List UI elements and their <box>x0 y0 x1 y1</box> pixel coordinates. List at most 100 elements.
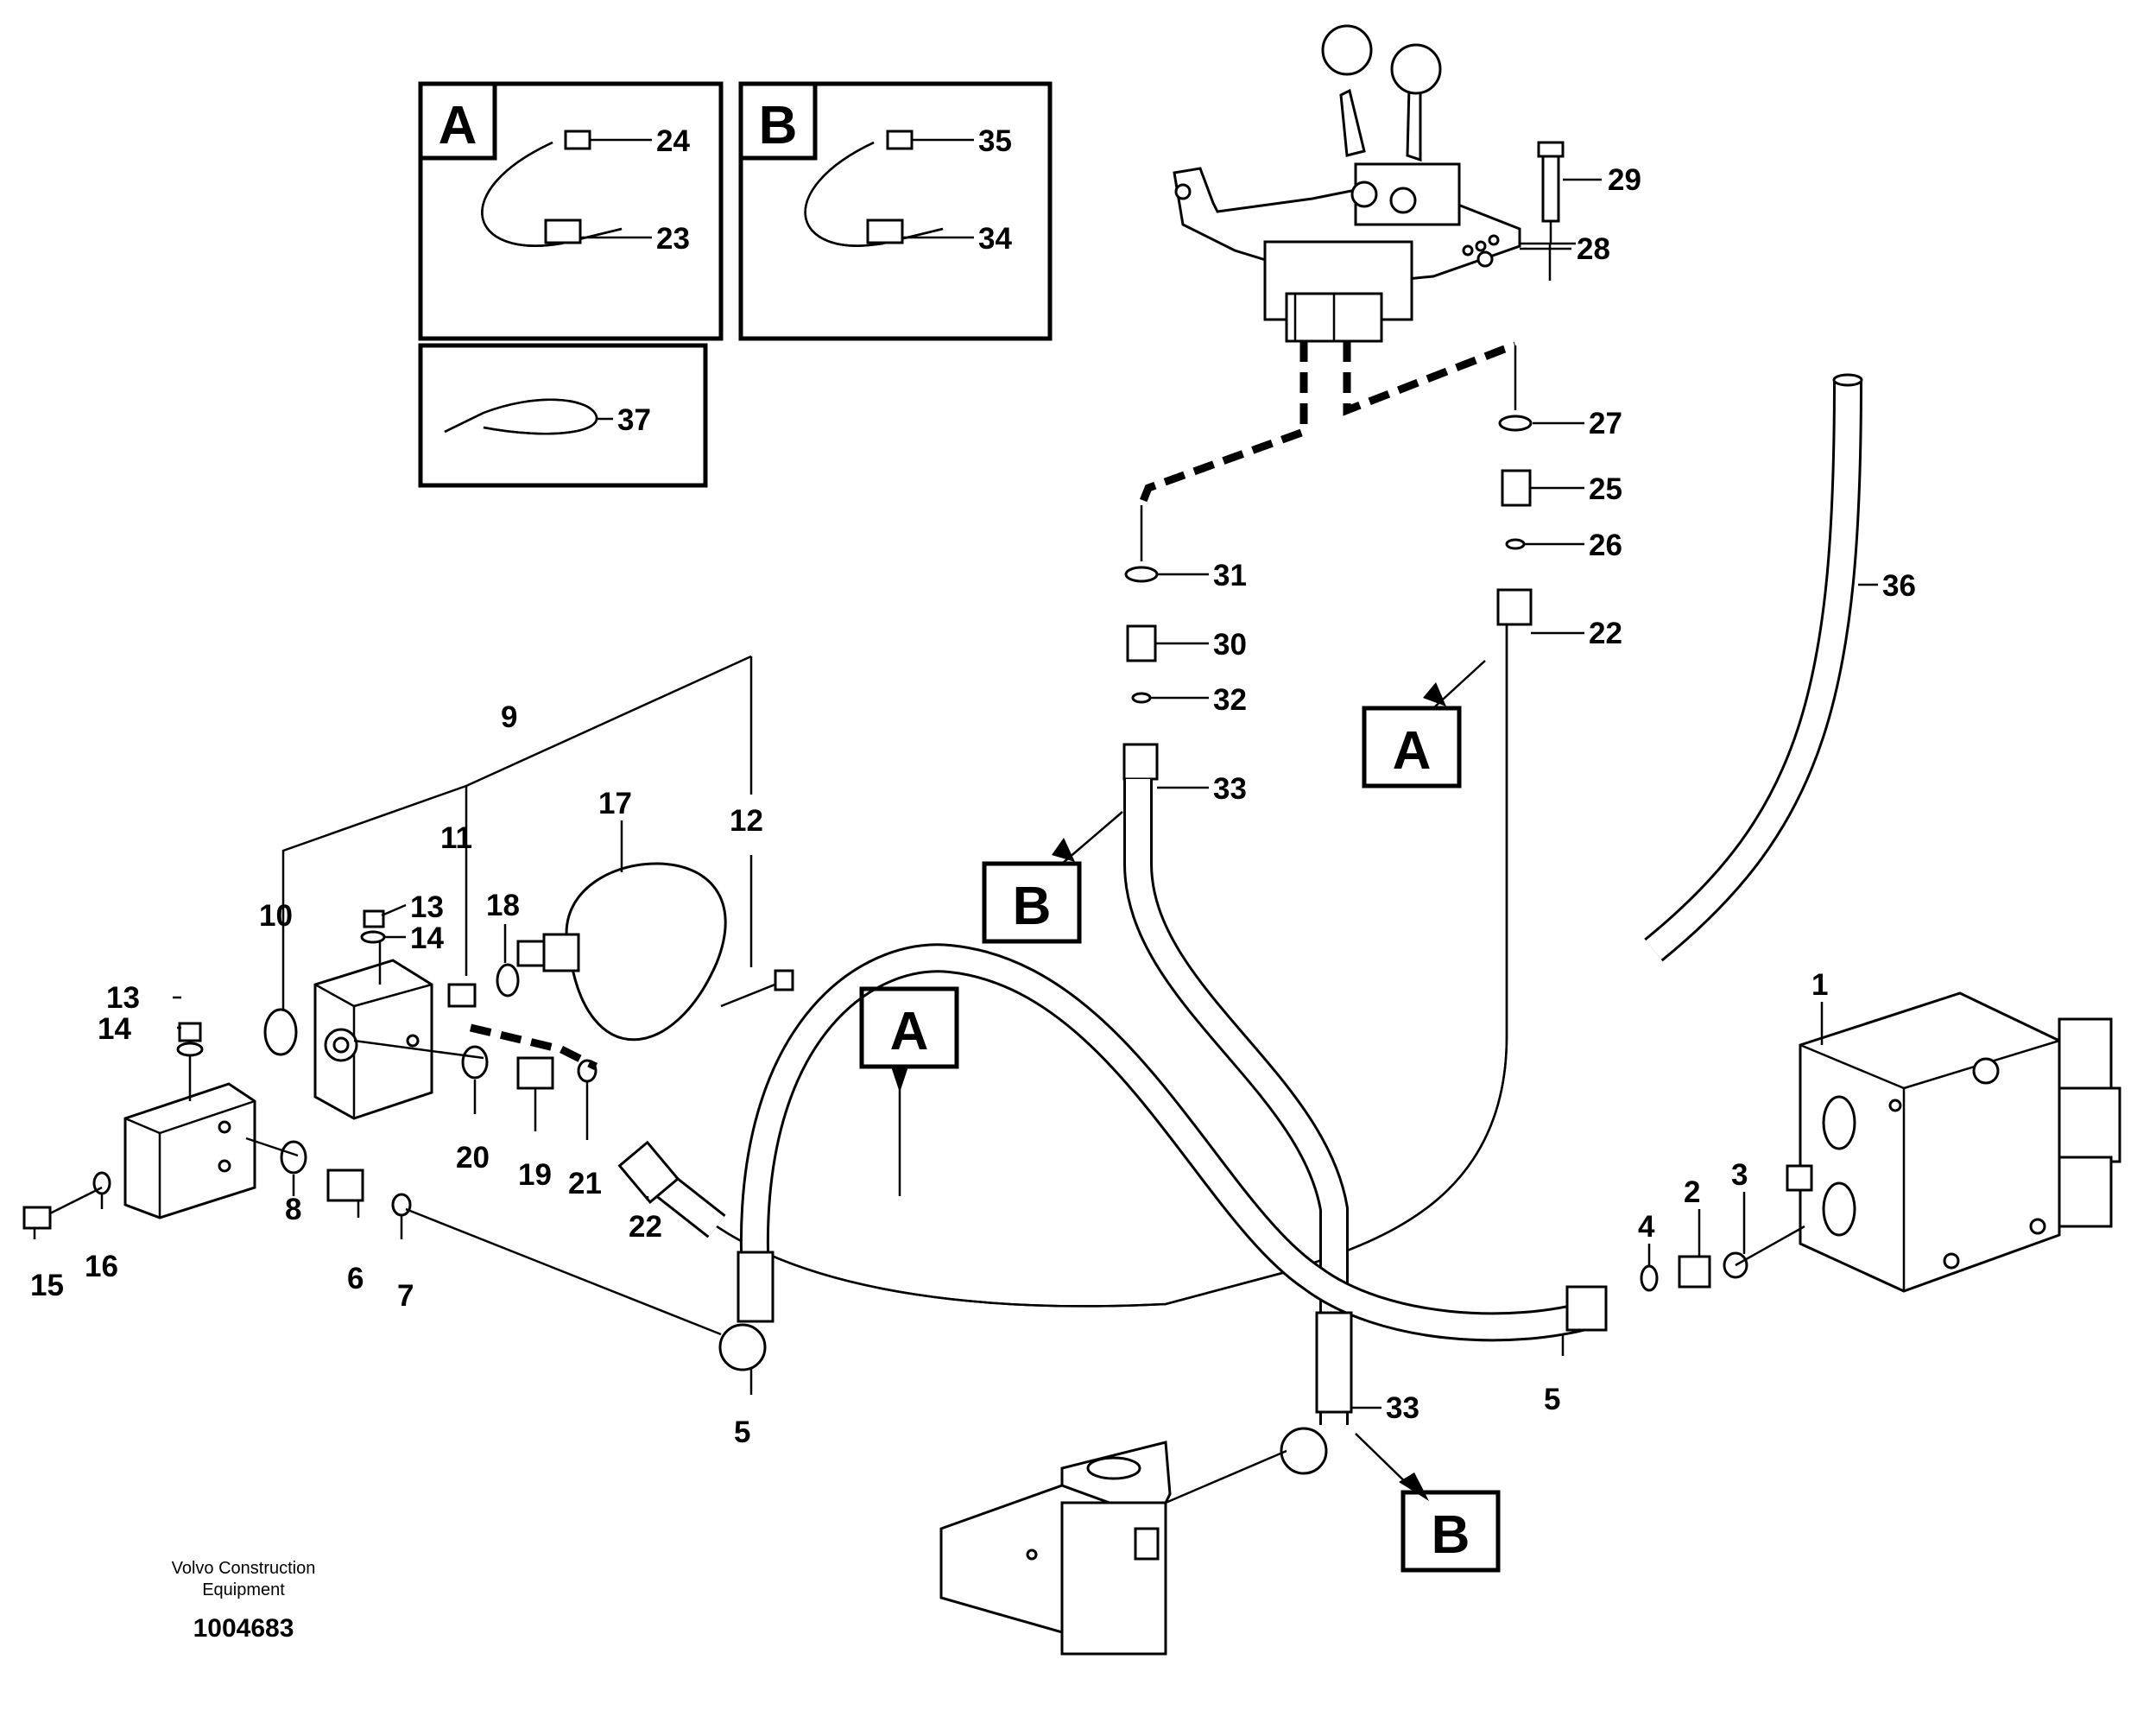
callout-b-upper: B <box>982 811 1123 944</box>
callout-a-lower: A <box>859 986 959 1196</box>
callout-b-lower-letter: B <box>1432 1505 1470 1565</box>
part-label-33-lower: 33 <box>1386 1391 1419 1425</box>
cable-tie-clip <box>544 218 582 244</box>
part-label-21: 21 <box>568 1167 602 1200</box>
cable-tie-head <box>886 130 914 150</box>
footer-company-line2: Equipment <box>202 1580 285 1599</box>
drawing-number: 1004683 <box>193 1614 294 1643</box>
part-label-13-lower: 13 <box>106 981 140 1015</box>
part-label-37: 37 <box>617 403 651 437</box>
hose-nut-22 <box>617 1140 680 1205</box>
part-label-29: 29 <box>1608 163 1641 197</box>
part-label-6: 6 <box>347 1262 364 1295</box>
part-label-26: 26 <box>1589 529 1622 562</box>
elbow-fitting <box>718 1323 767 1371</box>
pilot-control-valve <box>1173 24 1521 343</box>
detail-box-strap: 37 <box>418 343 708 488</box>
callout-b-upper-letter: B <box>1013 877 1052 936</box>
o-ring-18 <box>496 963 520 998</box>
detail-box-b: B 35 34 <box>738 81 1053 341</box>
part-label-35: 35 <box>978 124 1012 158</box>
washer-20 <box>461 1045 489 1080</box>
callout-a-upper-letter: A <box>1393 721 1432 781</box>
part-label-36: 36 <box>1882 569 1916 603</box>
o-ring-4 <box>1640 1264 1659 1292</box>
washer-14 <box>360 930 386 944</box>
pilot-line-dashed-left <box>1137 341 1308 507</box>
part-label-19: 19 <box>518 1158 552 1192</box>
fitting-stack-left <box>1122 566 1159 781</box>
part-label-5-left: 5 <box>734 1416 750 1449</box>
part-label-5-right: 5 <box>1544 1383 1560 1416</box>
control-valve-block <box>1786 991 2121 1293</box>
accumulator <box>516 862 727 1042</box>
callout-a-lower-letter: A <box>890 1002 929 1061</box>
part-label-30: 30 <box>1213 628 1247 662</box>
part-label-9: 9 <box>501 700 517 734</box>
part-label-2: 2 <box>1684 1175 1700 1209</box>
part-label-12: 12 <box>730 804 763 838</box>
part-label-31: 31 <box>1213 559 1247 592</box>
plug-13 <box>178 1022 202 1042</box>
part-label-25: 25 <box>1589 472 1622 506</box>
part-label-14-lower: 14 <box>98 1012 131 1046</box>
bolt-head-15 <box>22 1206 52 1230</box>
bolt-29 <box>1520 141 1602 281</box>
part-label-1: 1 <box>1811 968 1828 1002</box>
part-label-3: 3 <box>1731 1158 1748 1192</box>
part-label-17: 17 <box>598 787 632 820</box>
detail-box-a: A 24 23 <box>418 81 724 341</box>
solenoid-valve <box>939 1441 1287 1656</box>
hoses <box>647 373 1863 1425</box>
hose-end-fitting <box>737 1251 775 1323</box>
part-label-4: 4 <box>1638 1210 1655 1244</box>
pilot-line-dashed-right <box>1343 341 1517 416</box>
washer-8 <box>280 1140 307 1175</box>
callout-b-lower: B <box>1355 1433 1501 1573</box>
part-label-18: 18 <box>486 889 520 922</box>
o-ring-7 <box>391 1193 412 1217</box>
part-label-27: 27 <box>1589 407 1622 440</box>
leader-lines-left <box>33 655 753 1395</box>
adapter-6 <box>326 1168 364 1202</box>
part-label-10: 10 <box>259 899 293 933</box>
adapter-2 <box>1678 1255 1711 1289</box>
part-label-24: 24 <box>656 124 690 158</box>
part-label-16: 16 <box>85 1250 118 1283</box>
detail-box-b-letter: B <box>759 96 798 155</box>
part-labels: 1 2 3 4 5 5 6 7 8 9 10 11 12 13 14 13 14… <box>30 163 1916 1449</box>
part-label-28: 28 <box>1577 232 1610 266</box>
part-label-7: 7 <box>397 1279 414 1313</box>
adapter-19 <box>516 1056 554 1090</box>
part-label-20: 20 <box>456 1141 490 1175</box>
valve-block-middle <box>313 959 433 1120</box>
long-bolt-12 <box>720 969 794 1008</box>
part-label-22-left: 22 <box>629 1210 662 1244</box>
plug-13 <box>363 909 385 928</box>
hose-nut-5 <box>1565 1285 1608 1332</box>
part-label-32: 32 <box>1213 683 1247 717</box>
part-label-8: 8 <box>285 1193 301 1226</box>
o-ring-10 <box>263 1008 298 1056</box>
part-label-13-upper: 13 <box>410 890 444 924</box>
elbow-fitting <box>1280 1427 1328 1475</box>
part-label-14-upper: 14 <box>410 922 444 955</box>
washer-14 <box>176 1042 204 1057</box>
part-label-23: 23 <box>656 222 690 256</box>
fitting-stack-right <box>1496 415 1533 626</box>
part-label-34: 34 <box>978 222 1012 256</box>
part-label-33-upper: 33 <box>1213 772 1247 806</box>
part-label-15: 15 <box>30 1269 64 1302</box>
leader-lines-right <box>1150 247 1878 1409</box>
hose-end-fitting <box>1315 1311 1353 1414</box>
part-label-22-right: 22 <box>1589 617 1622 650</box>
cable-tie-clip <box>866 218 904 244</box>
footer-company-line1: Volvo Construction <box>172 1559 316 1578</box>
part-label-11: 11 <box>440 821 472 855</box>
detail-box-a-letter: A <box>439 96 477 155</box>
fitting-11 <box>447 983 477 1008</box>
callout-a-upper: A <box>1362 660 1486 788</box>
footer: Volvo Construction Equipment 1004683 <box>172 1559 316 1643</box>
valve-block-left <box>123 1082 256 1219</box>
